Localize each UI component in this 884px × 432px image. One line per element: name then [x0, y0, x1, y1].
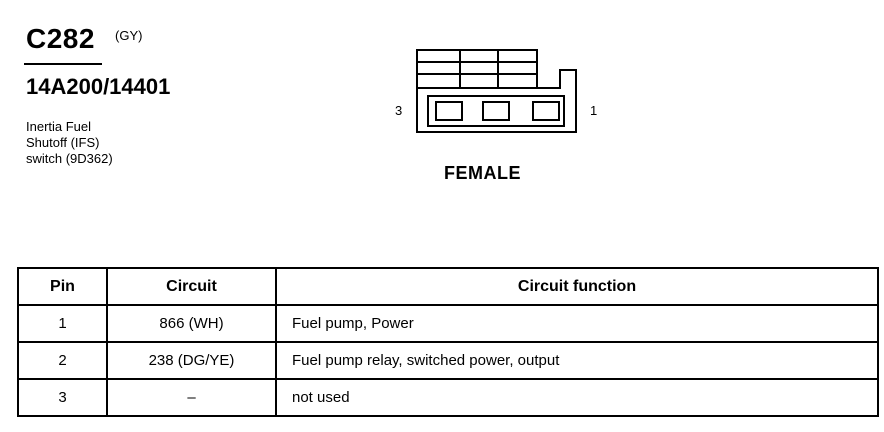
connector-id: C282 [26, 23, 95, 54]
cell-pin: 3 [17, 378, 108, 417]
pin-label-left: 3 [395, 103, 402, 118]
description-line: Shutoff (IFS) [26, 135, 100, 150]
pin-label-right: 1 [590, 103, 597, 118]
cell-function: Fuel pump relay, switched power, output [275, 341, 879, 380]
component-description: Inertia Fuel Shutoff (IFS) switch (9D362… [26, 119, 113, 167]
cell-circuit: 866 (WH) [106, 304, 277, 343]
header-pin: Pin [17, 267, 108, 306]
connector-inner-face [427, 95, 565, 127]
table-header-row: Pin Circuit Circuit function [17, 267, 879, 306]
cavity-pin-2 [482, 101, 510, 121]
connector-latch-grid [416, 49, 538, 89]
table-row: 1 866 (WH) Fuel pump, Power [17, 304, 879, 343]
cell-function: Fuel pump, Power [275, 304, 879, 343]
cavity-pin-1 [532, 101, 560, 121]
cell-circuit: 238 (DG/YE) [106, 341, 277, 380]
table-row: 2 238 (DG/YE) Fuel pump relay, switched … [17, 341, 879, 380]
cavity-pin-3 [435, 101, 463, 121]
connector-body [416, 69, 577, 133]
connector-view-label: FEMALE [444, 163, 521, 183]
header-circuit-function: Circuit function [275, 267, 879, 306]
description-line: Inertia Fuel [26, 119, 92, 134]
table-row: 3 – not used [17, 378, 879, 417]
cell-circuit: – [106, 378, 277, 417]
color-code: (GY) [115, 28, 143, 43]
header-circuit: Circuit [106, 267, 277, 306]
title-divider [24, 63, 102, 65]
cell-pin: 1 [17, 304, 108, 343]
cell-pin: 2 [17, 341, 108, 380]
connector-face-drawing: 3 1 [395, 49, 597, 133]
cell-function: not used [275, 378, 879, 417]
description-line: switch (9D362) [26, 151, 113, 166]
part-number: 14A200/14401 [26, 74, 171, 99]
pinout-table: Pin Circuit Circuit function 1 866 (WH) … [17, 267, 879, 417]
